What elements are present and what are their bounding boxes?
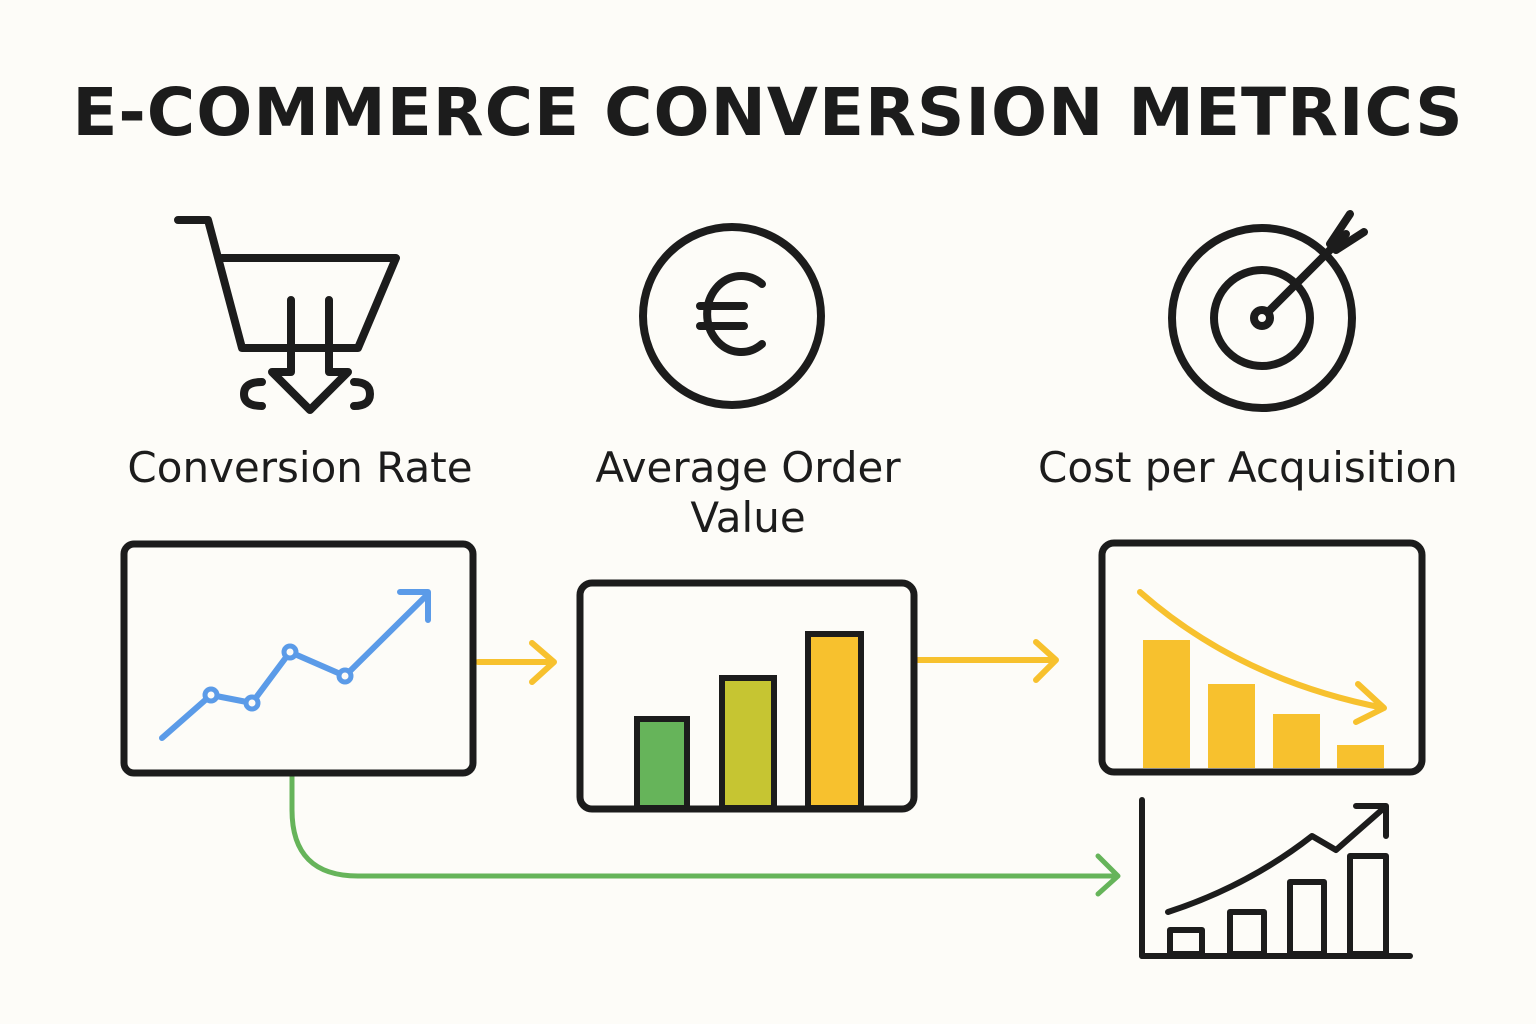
trend-point <box>281 643 299 661</box>
metric-label-cost-per-acquisition: Cost per Acquisition <box>1038 443 1458 492</box>
conversion-trend-line <box>159 591 431 741</box>
growth-bar-chart-icon <box>1139 797 1413 959</box>
aov-bar <box>634 716 690 811</box>
cpa-bar <box>1208 684 1255 768</box>
metric-label-conversion-rate: Conversion Rate <box>127 443 473 492</box>
cpa-bar <box>1273 714 1320 768</box>
cpa-bar <box>1143 640 1190 768</box>
trend-point <box>336 667 354 685</box>
arrow-aov-to-cpa <box>915 639 1059 683</box>
aov-bar <box>805 631 864 811</box>
average-order-value-chart <box>576 579 918 813</box>
arrow-conv-to-growth <box>289 773 1121 897</box>
cost-per-acquisition-chart <box>1098 539 1426 776</box>
target-arrow-icon <box>1168 210 1368 412</box>
trend-point <box>202 686 220 704</box>
cpa-trend-arrow <box>1137 589 1387 725</box>
trend-point <box>243 694 261 712</box>
conversion-rate-chart <box>120 540 477 777</box>
metric-label-average-order-value: Average Order Value <box>595 443 901 542</box>
cpa-bar <box>1337 745 1384 768</box>
euro-coin-icon <box>639 223 825 409</box>
connector-arrows <box>289 639 1121 897</box>
page-title: E-COMMERCE CONVERSION METRICS <box>72 74 1464 151</box>
shopping-cart-download-icon <box>174 216 400 414</box>
arrow-conv-to-aov <box>475 640 557 685</box>
aov-bar <box>719 675 777 811</box>
